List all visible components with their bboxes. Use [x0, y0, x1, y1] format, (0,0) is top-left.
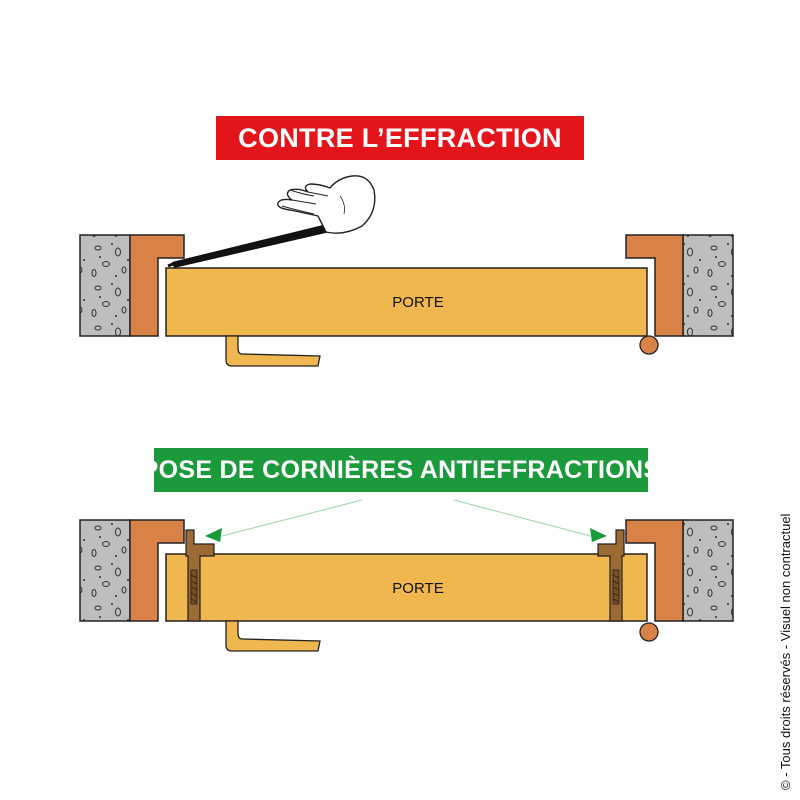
bottom-diagram: PORTE: [79, 499, 734, 652]
frame-left-bottom: [129, 519, 185, 622]
wall-right-bottom: [682, 519, 734, 622]
hand-icon: [277, 175, 376, 234]
wall-right-top: [682, 234, 734, 337]
arrow-icon: [212, 499, 363, 541]
frame-right-bottom: [625, 519, 684, 622]
crowbar-icon: [172, 224, 330, 268]
hinge-icon: [639, 622, 659, 642]
arrow-icon: [453, 499, 600, 541]
bolt-icon: [190, 569, 198, 605]
banner-contre-effraction: CONTRE L’EFFRACTION: [216, 116, 584, 160]
door-handle-icon: [225, 620, 321, 652]
frame-left-top: [129, 234, 185, 337]
door-handle-icon: [225, 335, 321, 367]
door-top: [165, 267, 648, 337]
banner-pose-cornieres: POSE DE CORNIÈRES ANTIEFFRACTIONS: [142, 448, 660, 492]
wall-left-bottom: [79, 519, 131, 622]
wall-left-top: [79, 234, 131, 337]
door-label-bottom: PORTE: [392, 580, 443, 597]
hinge-icon: [639, 335, 659, 355]
frame-right-top: [625, 234, 684, 337]
bolt-icon: [612, 569, 620, 605]
copyright-notice: © - Tous droits réservés - Visuel non co…: [778, 513, 793, 790]
door-bottom: [165, 553, 648, 622]
top-diagram: PORTE: [79, 175, 734, 367]
door-label-top: PORTE: [392, 294, 443, 311]
